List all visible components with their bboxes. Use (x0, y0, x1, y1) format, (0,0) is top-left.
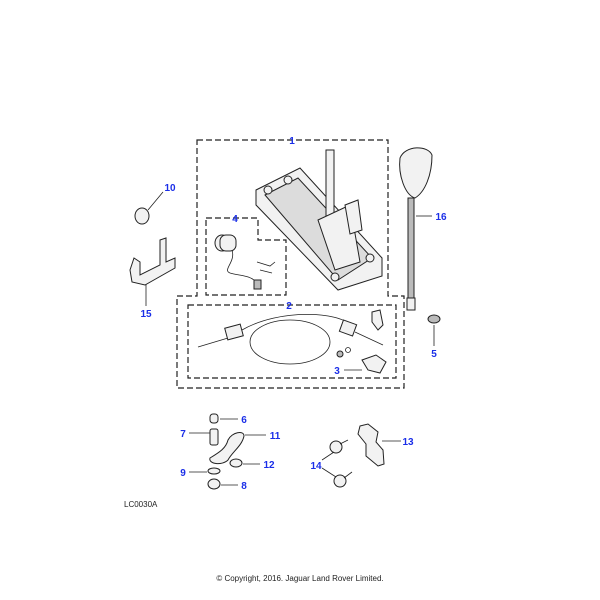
bush-part (209, 413, 219, 424)
bolt-14-parts (329, 439, 353, 488)
clip-part (361, 354, 387, 374)
callout-12: 12 (263, 460, 275, 471)
callout-5: 5 (431, 349, 437, 360)
callout-4: 4 (232, 214, 238, 225)
callout-10: 10 (164, 183, 176, 194)
diagram-reference-code: LC0030A (124, 500, 158, 509)
ring-part (134, 207, 150, 225)
callout-8: 8 (241, 481, 247, 492)
group-box-1 (176, 139, 405, 389)
callout-6: 6 (241, 415, 247, 426)
leader-lines (145, 191, 435, 486)
grommet-part (427, 314, 441, 324)
solenoid-part (214, 234, 276, 290)
gear-knob-part (399, 147, 433, 311)
bush-8-part (207, 478, 221, 490)
callout-1: 1 (289, 136, 295, 147)
callout-7: 7 (180, 429, 186, 440)
cable-part (197, 309, 384, 365)
group-box-2 (187, 304, 397, 379)
callout-11: 11 (270, 431, 281, 442)
link-plate-part (209, 432, 245, 465)
bolt-part (209, 428, 219, 446)
copyright-notice: © Copyright, 2016. Jaguar Land Rover Lim… (216, 574, 384, 583)
bush-12-part (229, 458, 243, 468)
callout-13: 13 (402, 437, 414, 448)
callout-2: 2 (286, 301, 292, 312)
mounting-bracket-part (357, 423, 385, 467)
washer-part (207, 467, 221, 475)
bracket-part (129, 237, 176, 286)
callout-14: 14 (310, 461, 322, 472)
callout-16: 16 (435, 212, 447, 223)
group-box-4 (205, 217, 287, 296)
callout-9: 9 (180, 468, 186, 479)
shifter-assembly-part (255, 149, 383, 291)
callout-3: 3 (334, 366, 340, 377)
callout-15: 15 (140, 309, 152, 320)
